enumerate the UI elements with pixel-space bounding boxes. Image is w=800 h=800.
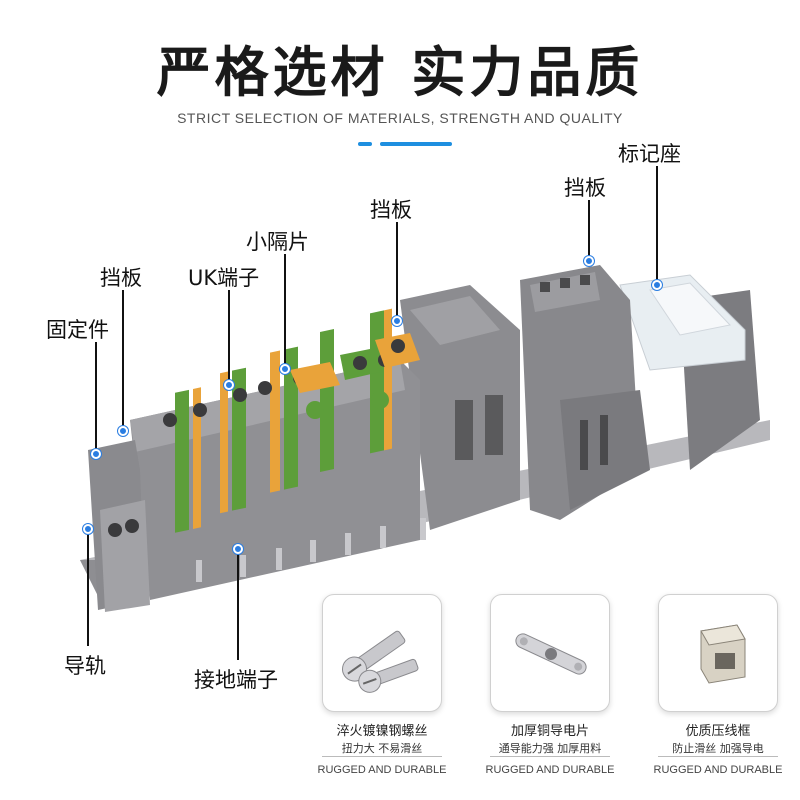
- card-sub-clamp: 防止滑丝 加强导电: [672, 742, 764, 755]
- marker-dot-baffle-middle: [392, 316, 402, 326]
- card-screw: [322, 594, 442, 712]
- callout-baffle-left: 挡板: [100, 266, 142, 290]
- marker-dot-uk: [224, 380, 234, 390]
- card-sub-screw: 扭力大 不易滑丝: [341, 742, 423, 755]
- callout-baffle-right: 挡板: [564, 176, 606, 200]
- callout-marker-seat: 标记座: [618, 142, 681, 166]
- pointer-line-rail: [87, 528, 89, 646]
- page-subtitle: STRICT SELECTION OF MATERIALS, STRENGTH …: [177, 110, 623, 126]
- divider-conductor: [490, 756, 610, 757]
- page-title: 严格选材 实力品质: [156, 41, 644, 104]
- card-foot-conductor: RUGGED AND DURABLE: [485, 764, 615, 776]
- card-title-conductor: 加厚铜导电片: [510, 724, 589, 739]
- divider-screw: [322, 756, 442, 757]
- callout-fixing-part: 固定件: [46, 318, 109, 342]
- pointer-line-baffle-right: [588, 200, 590, 258]
- marker-dot-rail: [83, 524, 93, 534]
- pointer-line-marker: [656, 166, 658, 282]
- marker-dot-ground: [233, 544, 243, 554]
- callout-guide-rail: 导轨: [64, 654, 106, 678]
- wire-clamp-icon: [700, 624, 746, 684]
- callout-uk-terminal: UK端子: [188, 266, 260, 290]
- callout-ground-terminal: 接地端子: [194, 668, 278, 692]
- marker-dot-partition: [280, 364, 290, 374]
- screw-icon: [341, 630, 419, 693]
- card-sub-conductor: 通导能力强 加厚用料: [498, 742, 602, 755]
- card-title-clamp: 优质压线框: [685, 724, 751, 739]
- pointer-line-ground: [237, 550, 239, 660]
- accent-bar-short: [358, 142, 372, 146]
- marker-dot-fixing: [91, 449, 101, 459]
- card-clamp: [658, 594, 778, 712]
- pointer-line-fixing: [95, 342, 97, 450]
- card-foot-screw: RUGGED AND DURABLE: [317, 764, 447, 776]
- callout-baffle-middle: 挡板: [370, 198, 412, 222]
- marker-dot-marker: [652, 280, 662, 290]
- pointer-line-baffle-middle: [396, 222, 398, 318]
- card-conductor: [490, 594, 610, 712]
- pointer-line-partition: [284, 254, 286, 366]
- accent-bar-long: [380, 142, 452, 146]
- pointer-line-baffle-left: [122, 290, 124, 428]
- callout-small-partition: 小隔片: [246, 230, 309, 254]
- marker-dot-baffle-right: [584, 256, 594, 266]
- pointer-line-uk: [228, 290, 230, 382]
- marker-dot-baffle-left: [118, 426, 128, 436]
- copper-bar-icon: [515, 633, 587, 675]
- divider-clamp: [658, 756, 778, 757]
- card-title-screw: 淬火镀镍钢螺丝: [336, 724, 428, 739]
- card-foot-clamp: RUGGED AND DURABLE: [653, 764, 783, 776]
